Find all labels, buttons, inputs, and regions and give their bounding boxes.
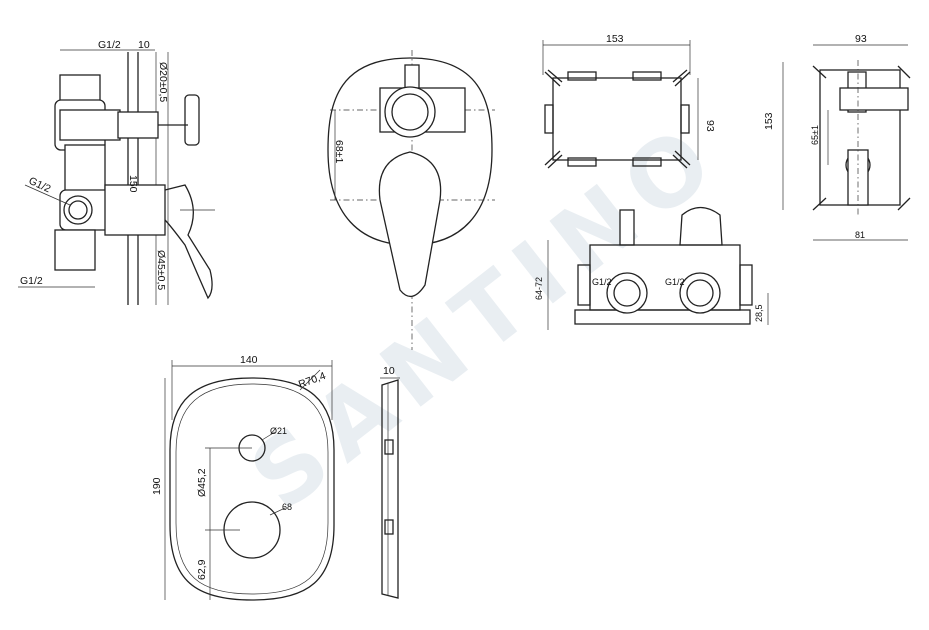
plate-profile: 10: [380, 365, 400, 599]
watermark: SANTINO: [231, 99, 742, 531]
side-label-g12-mid: G1/2: [27, 175, 53, 196]
side-label-150: 150: [127, 175, 139, 193]
box-side-label-65: 65±1: [810, 125, 820, 145]
box-side-label-81: 81: [855, 230, 865, 240]
plate-label-140: 140: [240, 354, 258, 366]
plate-label-68: Ø45,2: [196, 468, 208, 497]
box-front-label-g12-right: G1/2: [665, 277, 685, 287]
side-label-g12-bottom: G1/2: [20, 275, 43, 287]
box-side-view: 93 153 65±1 81: [763, 33, 911, 241]
plate-label-629: 62,9: [196, 559, 208, 580]
front-label-68: 68±1: [333, 140, 345, 163]
box-top-label-93: 93: [704, 120, 716, 132]
box-front-label-6472: 64-72: [534, 277, 544, 300]
front-view: 68±1: [327, 50, 495, 350]
plate-label-d45: 68: [282, 502, 292, 512]
side-label-10: 10: [138, 39, 150, 51]
side-label-d45: Ø45±0,5: [155, 250, 167, 290]
box-top-label-153: 153: [606, 33, 624, 45]
box-side-label-93: 93: [855, 33, 867, 45]
watermark-text: SANTINO: [231, 99, 742, 531]
box-front-label-g12-left: G1/2: [592, 277, 612, 287]
profile-label-10: 10: [383, 365, 395, 377]
box-top-view: 153 93: [542, 33, 716, 169]
side-label-d20: Ø20±0,5: [157, 62, 169, 102]
box-side-label-153: 153: [763, 112, 775, 130]
plate-label-d21: Ø21: [270, 426, 287, 436]
side-label-g12-top: G1/2: [98, 39, 121, 51]
side-view: G1/2 10 Ø20±0,5 G1/2 150 Ø45±0,5 G1/2: [18, 39, 215, 305]
plate-label-190: 190: [151, 477, 163, 495]
box-front-label-285: 28,5: [754, 304, 764, 322]
box-front-view: G1/2 G1/2 64-72 28,5: [534, 206, 769, 330]
